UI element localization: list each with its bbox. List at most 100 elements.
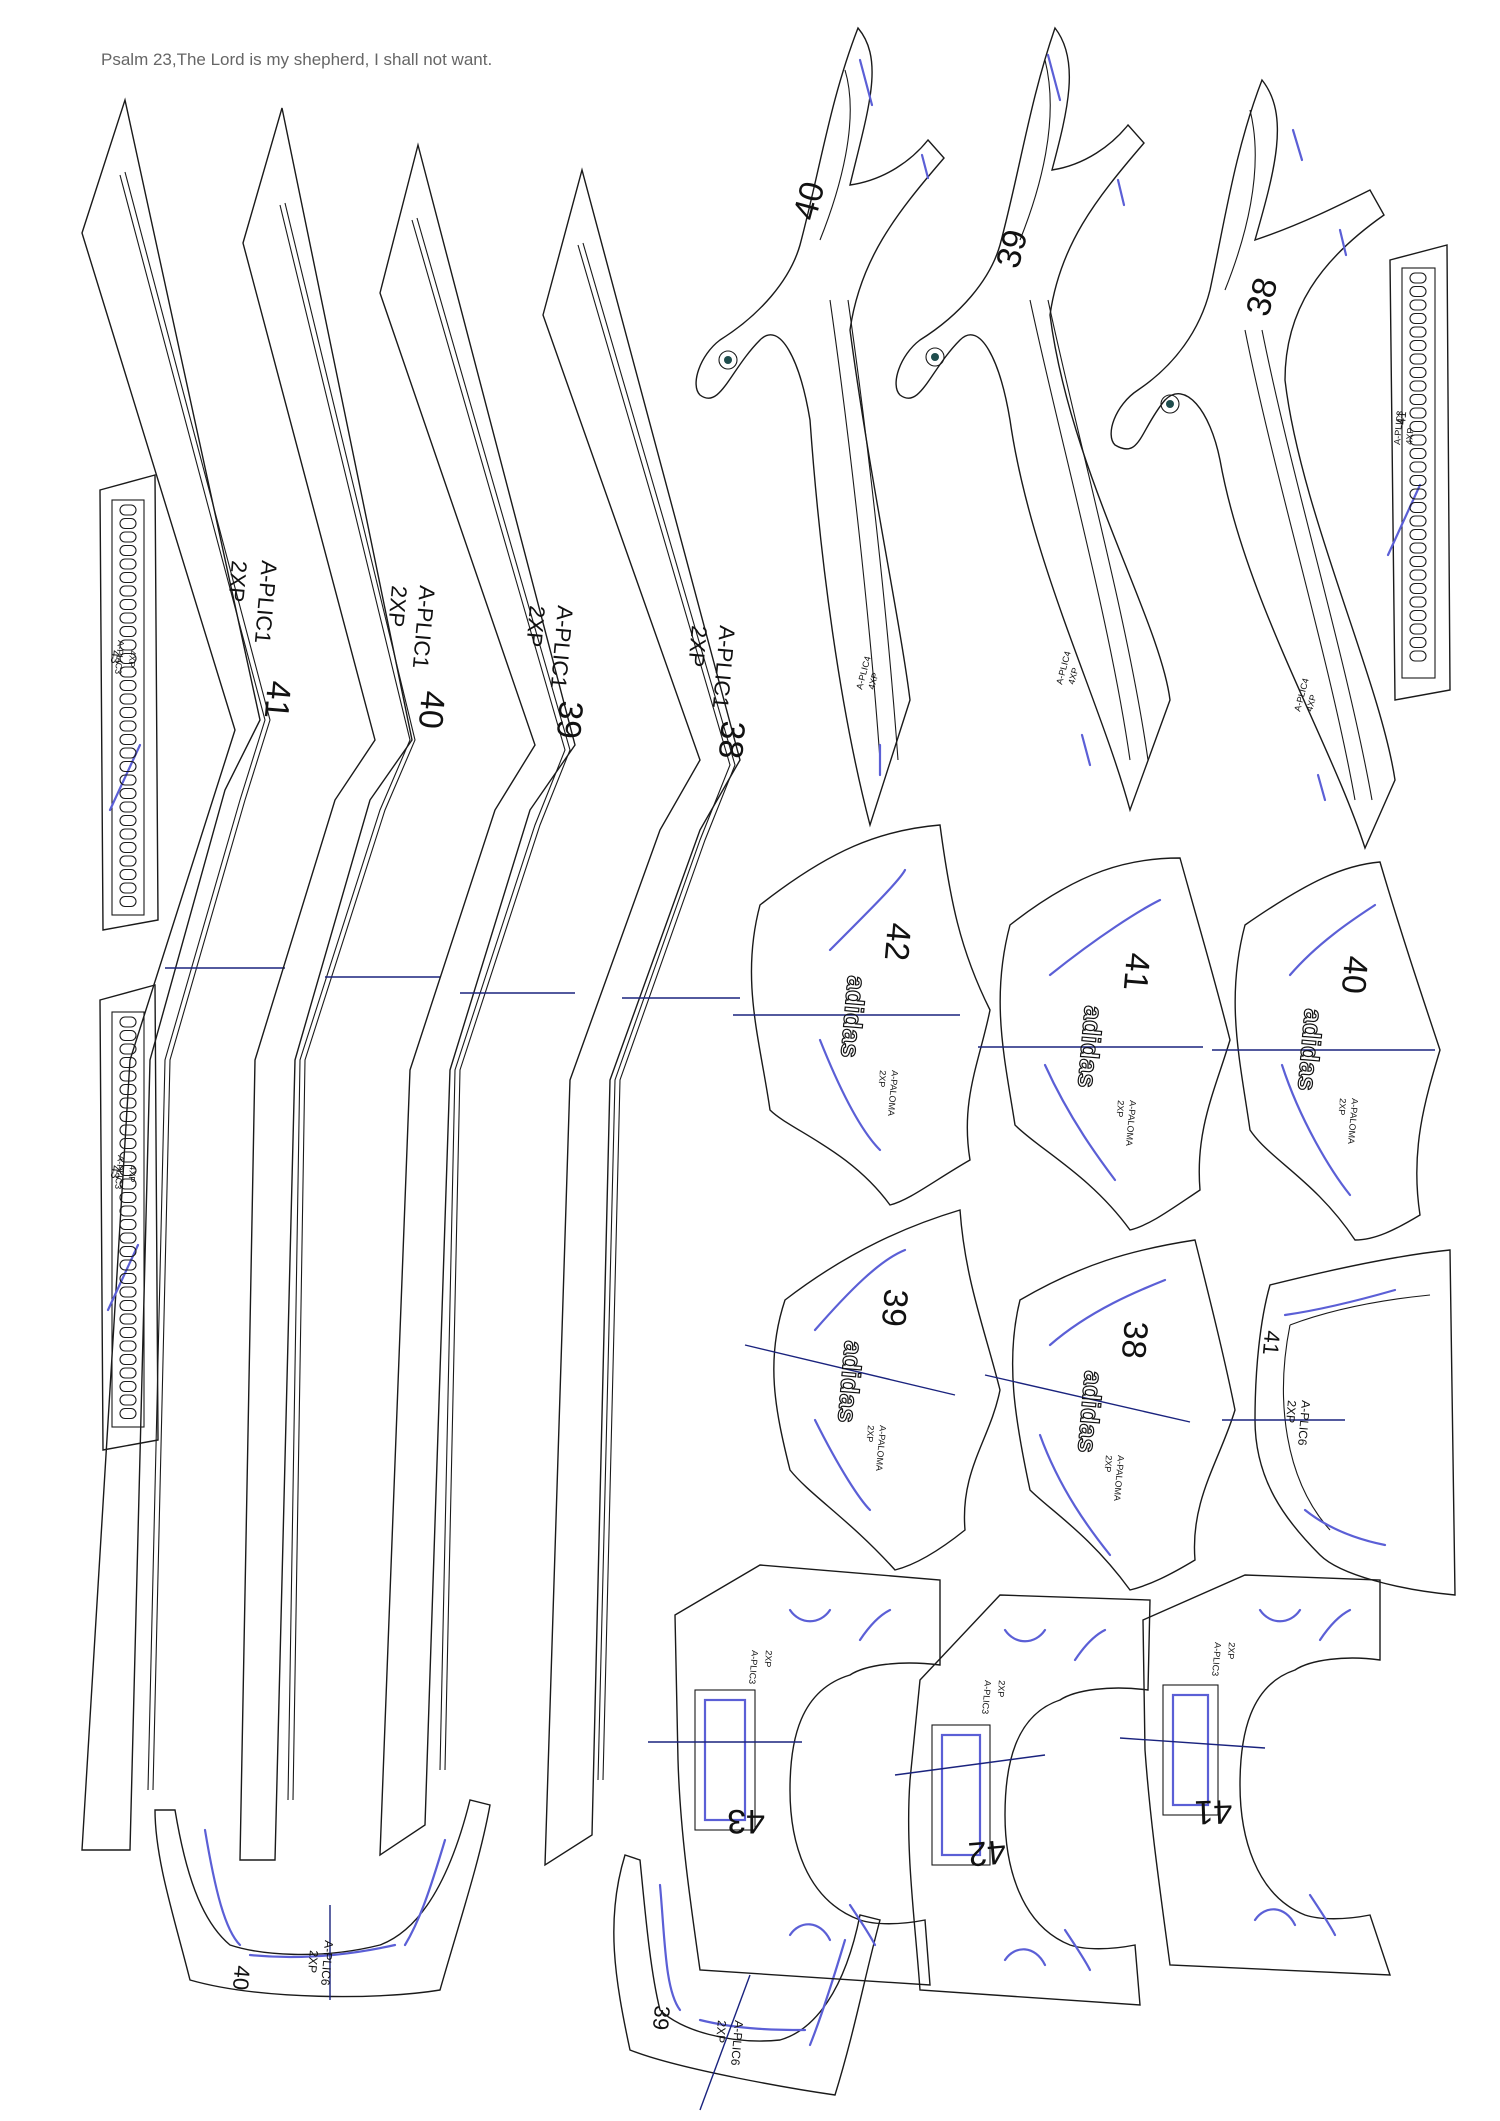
eyelet-hole	[1409, 582, 1427, 595]
strap-piece-41: 41 A-PLIC1 2XP	[81, 97, 298, 1851]
eyelet-hole	[1409, 515, 1427, 527]
eyelet-hole	[119, 1178, 137, 1190]
eyelet-hole	[1409, 326, 1427, 338]
eyelet-size-42: 42	[967, 1832, 1008, 1873]
wing-size-38: 38	[1114, 1319, 1155, 1360]
strap-part-38: A-PLIC1	[708, 625, 740, 710]
strap-piece-39: 39 A-PLIC1 2XP	[379, 142, 590, 1857]
heel-size-40: 40	[228, 1965, 255, 1992]
eyelet-hole	[119, 1043, 137, 1055]
eyelet-hole	[119, 706, 137, 719]
eyelet-hole	[119, 531, 137, 543]
eyelet-hole	[119, 1097, 137, 1109]
wing-qty-40: 2XP	[1337, 1098, 1348, 1116]
eyelet-hole	[119, 1056, 137, 1069]
eyelet-hole	[1409, 488, 1427, 500]
eyelet-hole	[119, 828, 137, 840]
strap-size-41: 41	[257, 679, 298, 720]
y-piece-38: 38 A-PLIC4 4XP	[1110, 78, 1396, 850]
heel-piece-40: 40 A-PLIC6 2XP	[154, 1799, 491, 2000]
eyelet-size-41: 41	[1194, 1792, 1233, 1831]
wing-brand-38: adidas	[1072, 1369, 1109, 1454]
lace-strip-left-lower-holes	[119, 1016, 137, 1420]
heel-qty-40: 2XP	[305, 1950, 321, 1974]
strap-qty-38: 2XP	[683, 625, 712, 669]
wing-qty-38: 2XP	[1103, 1455, 1114, 1473]
y-piece-39: 39 A-PLIC4 4XP	[895, 26, 1171, 813]
wing-piece-42: 42 adidas A-PALOMA 2XP	[733, 824, 991, 1206]
lace-strip-right: A-PLIC3 4XP 41	[1386, 244, 1451, 701]
eyelet-piece-43: 43 A-PLIC3 2XP	[648, 1564, 941, 1986]
wing-piece-39: 39 adidas A-PALOMA 2XP	[744, 1209, 1001, 1571]
strap-part-40: A-PLIC1	[408, 585, 440, 670]
wing-piece-41: 41 adidas A-PALOMA 2XP	[978, 857, 1231, 1231]
eyelet-hole	[119, 1259, 137, 1271]
strap-size-39: 39	[549, 699, 590, 740]
eyelet-hole	[119, 855, 137, 867]
lace-strip-part-left-upper: A-PLIC3	[113, 640, 126, 675]
eyelet-part-43: A-PLIC3	[747, 1650, 760, 1685]
eyelet-hole	[119, 882, 137, 894]
eyelet-hole	[119, 1380, 137, 1393]
strap-qty-41: 2XP	[223, 560, 252, 604]
eyelet-hole	[119, 1205, 137, 1217]
strap-qty-40: 2XP	[383, 585, 412, 629]
eyelet-hole	[1409, 434, 1427, 446]
eyelet-hole	[119, 625, 137, 638]
eyelet-hole	[1409, 285, 1427, 298]
strap-part-39: A-PLIC1	[546, 605, 578, 690]
y-size-38: 38	[1239, 274, 1285, 320]
lace-strip-size-left-lower: 43	[108, 1165, 123, 1180]
eyelet-hole	[119, 814, 137, 827]
heel-piece-39: 39 A-PLIC6 2XP	[613, 1854, 881, 2111]
y-qty-39: 4XP	[1066, 666, 1080, 685]
eyelet-hole	[119, 1083, 137, 1096]
eyelet-hole	[119, 1326, 137, 1339]
wing-qty-39: 2XP	[865, 1425, 876, 1443]
wing-size-39: 39	[874, 1287, 915, 1328]
wing-part-41: A-PALOMA	[1124, 1100, 1138, 1147]
wing-brand-42: adidas	[835, 974, 872, 1059]
eyelet-piece-42: 42 A-PLIC3 2XP	[894, 1594, 1151, 2006]
wing-size-42: 42	[877, 921, 918, 962]
eyelet-part-41: A-PLIC3	[1210, 1642, 1223, 1677]
eyelet-hole	[1409, 501, 1427, 514]
eyelet-hole	[119, 652, 137, 665]
lace-strip-part-left-lower: A-PLIC3	[113, 1155, 126, 1190]
strap-size-38: 38	[711, 719, 752, 760]
y-size-40: 40	[786, 178, 832, 224]
eyelet-hole	[119, 1340, 137, 1352]
eyelet-hole	[1409, 542, 1427, 554]
eyelet-hole	[1409, 555, 1427, 568]
heel-piece-41: 41 A-PLIC6 2XP	[1222, 1249, 1456, 1596]
eyelet-hole	[119, 747, 137, 759]
eyelet-hole	[119, 1245, 137, 1258]
eyelet-hole	[1409, 474, 1427, 487]
eyelet-hole	[119, 1272, 137, 1285]
heel-part-40: A-PLIC6	[318, 1940, 336, 1987]
strap-part-41: A-PLIC1	[250, 560, 282, 645]
eyelet-hole	[119, 1367, 137, 1379]
wing-part-42: A-PALOMA	[886, 1070, 900, 1117]
eyelet-hole	[119, 1151, 137, 1163]
eyelet-hole	[119, 517, 137, 530]
strap-size-40: 40	[411, 689, 452, 730]
sheet-caption: Psalm 23,The Lord is my shepherd, I shal…	[101, 50, 493, 69]
eyelet-hole	[119, 666, 137, 678]
wing-brand-39: adidas	[832, 1339, 869, 1424]
eyelet-hole	[1409, 299, 1427, 311]
eyelet-hole	[1409, 636, 1427, 649]
lace-strip-part-right: A-PLIC3	[1392, 410, 1405, 445]
heel-part-39: A-PLIC6	[728, 2020, 746, 2067]
heel-qty-41: 2XP	[1283, 1400, 1299, 1424]
eyelet-hole	[1409, 461, 1427, 473]
eyelet-qty-43: 2XP	[763, 1650, 774, 1668]
eyelet-hole	[119, 801, 137, 813]
eyelet-hole	[119, 1016, 137, 1028]
strap-piece-40: 40 A-PLIC1 2XP	[239, 107, 452, 1861]
eyelet-qty-41: 2XP	[1226, 1642, 1237, 1660]
wing-qty-41: 2XP	[1115, 1100, 1126, 1118]
eyelet-hole	[119, 558, 137, 570]
eyelet-hole	[1409, 650, 1427, 662]
eyelet-hole	[119, 1394, 137, 1406]
